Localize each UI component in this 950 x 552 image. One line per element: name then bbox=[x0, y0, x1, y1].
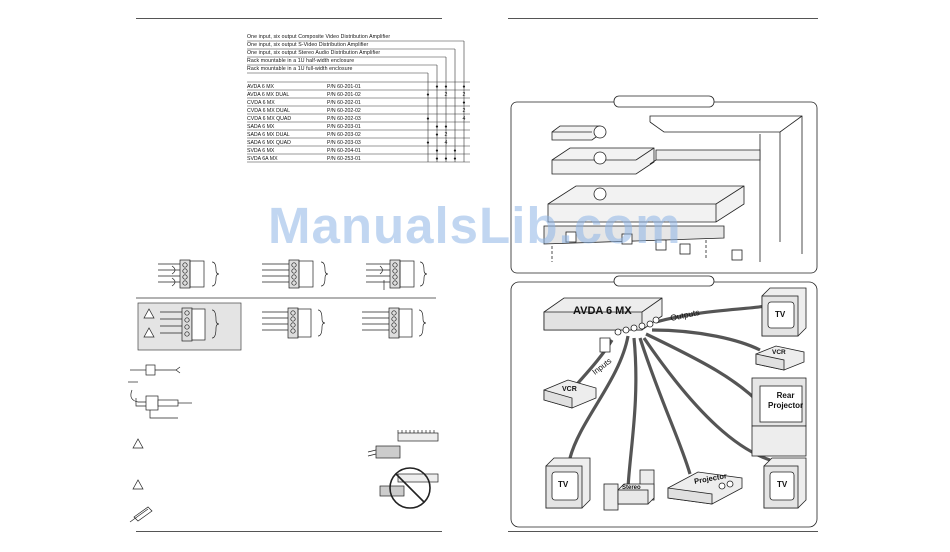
model-name: AVDA 6 MX DUAL bbox=[247, 92, 290, 98]
model-pn: P/N 60-202-03 bbox=[327, 116, 361, 122]
warning-triangle-icon bbox=[143, 308, 155, 319]
rack-shelf bbox=[543, 225, 725, 262]
stereo-label: Stereo bbox=[622, 485, 641, 491]
left-bottom-rule bbox=[136, 531, 442, 532]
tv-bottom-left bbox=[545, 457, 591, 509]
model-name: CVDA 6 MX DUAL bbox=[247, 108, 290, 114]
warning-triangle-icon bbox=[143, 327, 155, 338]
tv-top-right bbox=[761, 287, 807, 337]
vcr-left bbox=[543, 379, 597, 409]
model-pn: P/N 60-201-02 bbox=[327, 92, 361, 98]
avda-unit-small bbox=[551, 125, 607, 141]
stereo-system bbox=[603, 469, 655, 511]
left-top-rule bbox=[136, 18, 442, 19]
terminal-block-icon bbox=[262, 259, 329, 289]
model-name: SVDA 6A MX bbox=[247, 156, 278, 162]
system-diagram bbox=[510, 275, 818, 528]
feature-svideo: One input, six output S-Video Distributi… bbox=[247, 42, 369, 48]
watermark: ManualsLib.com bbox=[268, 197, 682, 254]
model-name: SADA 6 MX QUAD bbox=[247, 140, 291, 146]
vcr-left-label: VCR bbox=[562, 386, 577, 393]
warning-triangle-icon bbox=[132, 479, 144, 490]
terminal-block-icon bbox=[158, 259, 220, 289]
avda-6-mx-unit bbox=[543, 297, 663, 353]
shelf-bracket bbox=[649, 149, 761, 165]
terminal-wiring-row1 bbox=[158, 259, 428, 290]
model-pn: P/N 60-203-03 bbox=[327, 140, 361, 146]
tv-bottom-left-label: TV bbox=[558, 480, 569, 489]
note-pencil-icon bbox=[129, 506, 153, 523]
model-name: AVDA 6 MX bbox=[247, 84, 275, 90]
model-pn: P/N 60-201-01 bbox=[327, 84, 361, 90]
tv-bottom-right bbox=[763, 457, 807, 509]
model-name: CVDA 6 MX bbox=[247, 100, 275, 106]
model-pn: P/N 60-203-02 bbox=[327, 132, 361, 138]
terminal-block-icon bbox=[366, 259, 428, 290]
feature-stereo: One input, six output Stereo Audio Distr… bbox=[247, 50, 381, 56]
model-name: SADA 6 MX DUAL bbox=[247, 132, 290, 138]
terminal-block-icon bbox=[160, 307, 220, 342]
model-pn: P/N 60-202-02 bbox=[327, 108, 361, 114]
warning-triangle-icon bbox=[132, 438, 144, 449]
cables bbox=[568, 304, 771, 489]
model-pn: P/N 60-253-01 bbox=[327, 156, 361, 162]
right-bottom-rule bbox=[508, 531, 818, 532]
terminal-wiring-row2 bbox=[137, 302, 427, 351]
rear-projector bbox=[751, 377, 807, 457]
notes-icons bbox=[129, 430, 439, 523]
device-label: AVDA 6 MX bbox=[573, 305, 632, 317]
avda-unit-half bbox=[551, 147, 655, 175]
rack-mount-figure bbox=[510, 95, 818, 274]
projector bbox=[667, 471, 743, 505]
feature-composite: One input, six output Composite Video Di… bbox=[247, 34, 391, 40]
terminal-strip-icon bbox=[367, 430, 439, 459]
avda-unit-full bbox=[547, 185, 745, 223]
vcr-right bbox=[755, 345, 805, 371]
right-top-rule bbox=[508, 18, 818, 19]
prohibited-icon bbox=[379, 467, 439, 509]
rear-projector-label: Rear Projector bbox=[768, 391, 804, 410]
table-lines bbox=[247, 40, 470, 163]
model-name: SADA 6 MX bbox=[247, 124, 275, 130]
tv-bottom-right-label: TV bbox=[777, 480, 788, 489]
connector-diagrams bbox=[128, 364, 192, 419]
model-name: CVDA 6 MX QUAD bbox=[247, 116, 292, 122]
model-pn: P/N 60-204-01 bbox=[327, 148, 361, 154]
vcr-right-label: VCR bbox=[772, 349, 786, 356]
feature-half-width: Rack mountable in a 1U half-width enclos… bbox=[247, 58, 355, 64]
model-pn: P/N 60-202-01 bbox=[327, 100, 361, 106]
tv-top-label: TV bbox=[775, 310, 786, 319]
terminal-block-icon bbox=[362, 307, 427, 339]
feature-full-width: Rack mountable in a 1U full-width enclos… bbox=[247, 66, 353, 72]
model-name: SVDA 6 MX bbox=[247, 148, 275, 154]
terminal-block-icon bbox=[262, 307, 326, 339]
model-pn: P/N 60-203-01 bbox=[327, 124, 361, 130]
